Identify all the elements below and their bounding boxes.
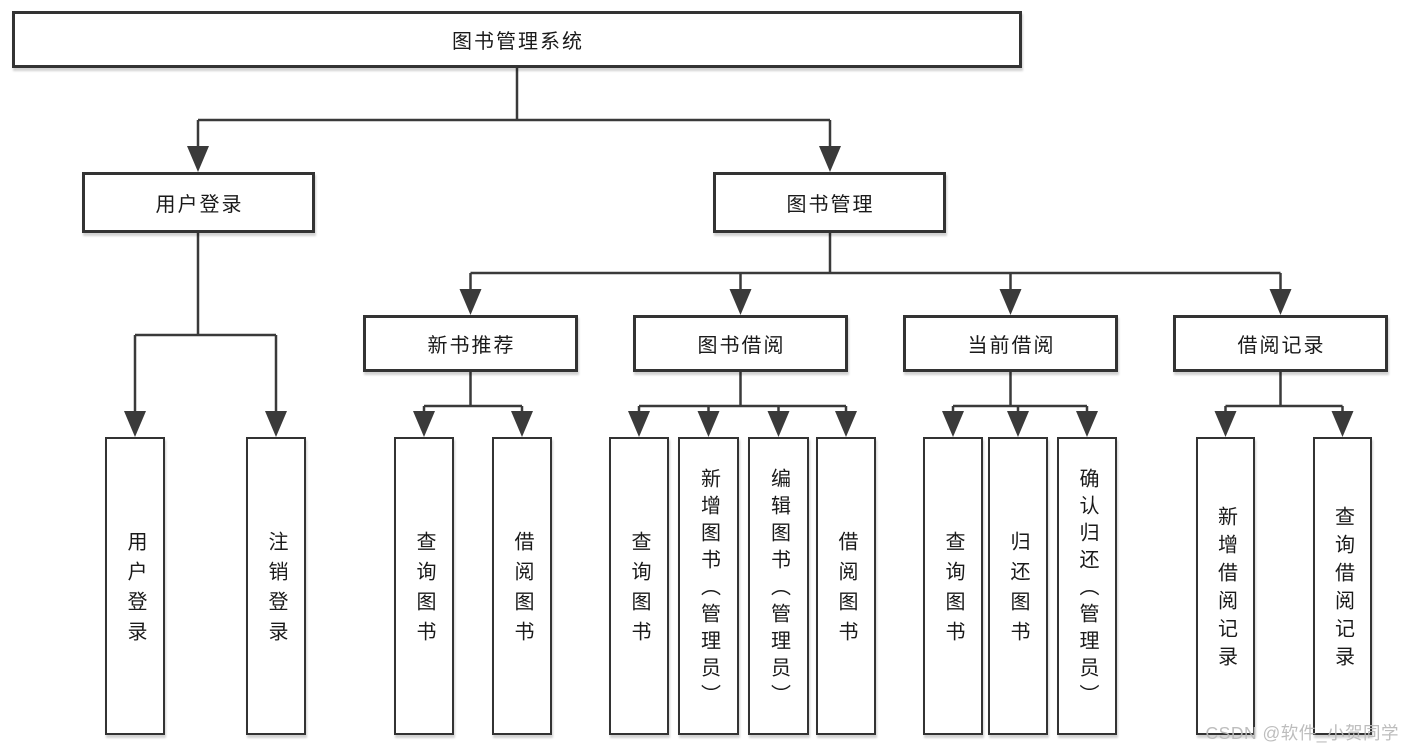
connector-borrowing-records-to-leaves bbox=[1214, 372, 1354, 437]
node-current-borrowing: 当前借阅 bbox=[903, 315, 1118, 372]
leaf-confirm-return-admin: 确认归还（管理员） bbox=[1057, 437, 1117, 735]
leaf-query-books-recommend: 查询图书 bbox=[394, 437, 454, 735]
connector-user-login-to-leaves bbox=[124, 233, 287, 437]
leaf-add-book-admin: 新增图书（管理员） bbox=[678, 437, 739, 735]
leaf-return-books: 归还图书 bbox=[988, 437, 1048, 735]
leaf-query-books-current: 查询图书 bbox=[923, 437, 983, 735]
leaf-borrow-books-recommend: 借阅图书 bbox=[492, 437, 552, 735]
node-book-management: 图书管理 bbox=[713, 172, 946, 233]
leaf-logout: 注销登录 bbox=[246, 437, 306, 735]
node-library-system: 图书管理系统 bbox=[12, 11, 1022, 68]
connector-new-book-recommend-to-leaves bbox=[413, 372, 533, 437]
csdn-watermark: CSDN @软件_小贺同学 bbox=[1205, 723, 1399, 743]
leaf-query-borrow-record: 查询借阅记录 bbox=[1313, 437, 1372, 735]
connector-book-borrowing-to-leaves bbox=[628, 372, 857, 437]
connector-book-management-to-level3 bbox=[459, 233, 1292, 315]
leaf-query-books-borrowing: 查询图书 bbox=[609, 437, 669, 735]
leaf-add-borrow-record: 新增借阅记录 bbox=[1196, 437, 1255, 735]
leaf-edit-book-admin: 编辑图书（管理员） bbox=[748, 437, 809, 735]
connector-current-borrowing-to-leaves bbox=[942, 372, 1098, 437]
connector-root-to-level2 bbox=[187, 68, 841, 172]
leaf-borrow-books: 借阅图书 bbox=[816, 437, 876, 735]
leaf-user-login: 用户登录 bbox=[105, 437, 165, 735]
node-book-borrowing: 图书借阅 bbox=[633, 315, 848, 372]
node-new-book-recommend: 新书推荐 bbox=[363, 315, 578, 372]
node-user-login: 用户登录 bbox=[82, 172, 315, 233]
node-borrowing-records: 借阅记录 bbox=[1173, 315, 1388, 372]
